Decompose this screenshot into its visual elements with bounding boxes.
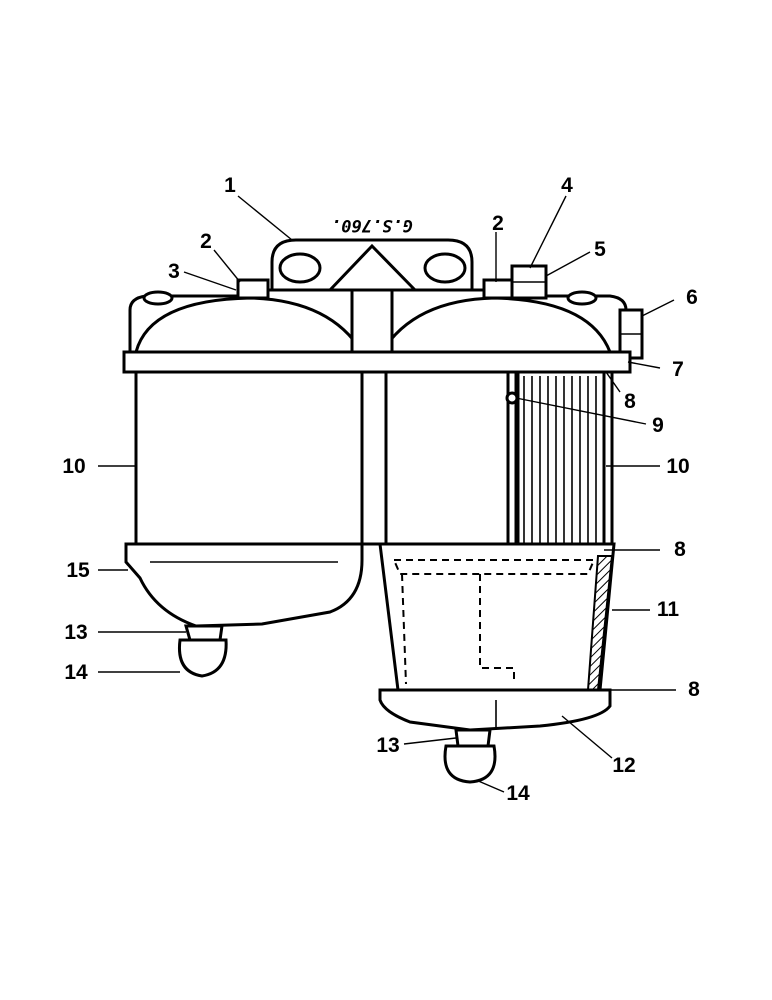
stamp-text: G.S.760.: [331, 215, 413, 235]
callout-3: 3: [168, 260, 180, 283]
callout-4: 4: [561, 174, 573, 197]
callout-8-top: 8: [624, 390, 636, 413]
callout-2-right: 2: [492, 212, 504, 235]
callout-5: 5: [594, 238, 606, 261]
callout-1: 1: [224, 174, 236, 197]
callout-7: 7: [672, 358, 684, 381]
left-filter-bowl: [124, 370, 364, 678]
callout-14-right: 14: [506, 782, 530, 805]
head-flange: [122, 350, 632, 374]
filter-element-pleats: [523, 376, 597, 546]
callout-10-right: 10: [666, 455, 689, 478]
callout-14-left: 14: [64, 661, 88, 684]
callout-10-left: 10: [62, 455, 85, 478]
callout-2-left: 2: [200, 230, 212, 253]
callout-6: 6: [686, 286, 698, 309]
callout-9: 9: [652, 414, 664, 437]
callout-11: 11: [657, 598, 680, 621]
leader-lines: [98, 195, 676, 793]
right-filter-bowl: [378, 370, 616, 784]
callout-13-left: 13: [64, 621, 87, 644]
filter-head: [128, 264, 644, 360]
callout-labels: 1 2 2 3 4 5 6 7 8 9 10 10 8 15 11 13 14 …: [62, 174, 700, 805]
callout-15: 15: [66, 559, 90, 582]
callout-8-bottom: 8: [688, 678, 700, 701]
callout-8-mid: 8: [674, 538, 686, 561]
centre-bolt: [360, 370, 388, 546]
callout-13-right: 13: [376, 734, 399, 757]
callout-12: 12: [612, 754, 635, 777]
